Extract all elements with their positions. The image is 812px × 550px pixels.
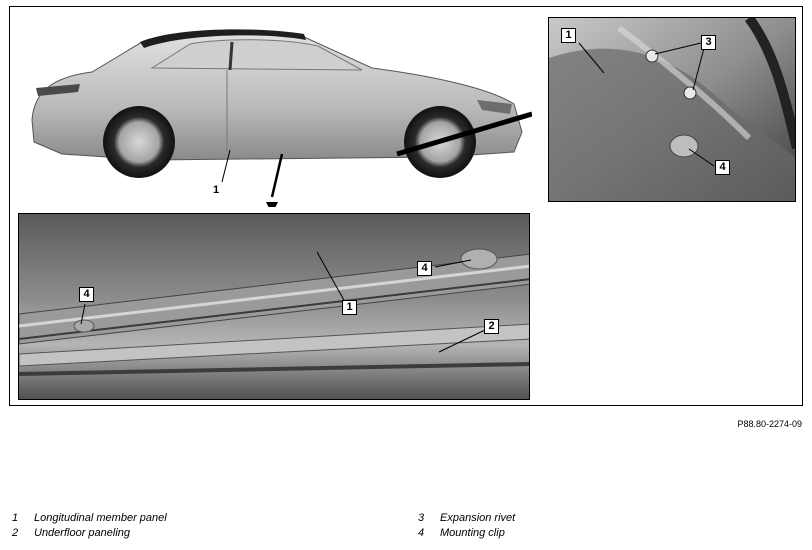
- detail-inset: 1 3 4: [548, 17, 796, 202]
- car-headlight: [477, 100, 512, 114]
- underbody-callout-4-left: 4: [79, 287, 94, 302]
- detail-callout-3: 3: [701, 35, 716, 50]
- detail-callout-4: 4: [715, 160, 730, 175]
- car-illustration: [31, 29, 532, 207]
- car-taillight: [36, 84, 80, 96]
- underbody-detail: 4 4 1 2: [18, 213, 530, 400]
- detail-photo: [549, 18, 795, 201]
- figure-reference: P88.80-2274-09: [737, 419, 802, 429]
- underbody-photo: [19, 214, 529, 399]
- underbody-callout-2: 2: [484, 319, 499, 334]
- car-callout-1: 1: [213, 184, 220, 196]
- car-window: [150, 39, 363, 71]
- underbody-callout-4-right: 4: [417, 261, 432, 276]
- underbody-callout-1: 1: [342, 300, 357, 315]
- detail-callout-1: 1: [561, 28, 576, 43]
- rear-wheel: [103, 106, 175, 178]
- car-roof: [140, 29, 306, 48]
